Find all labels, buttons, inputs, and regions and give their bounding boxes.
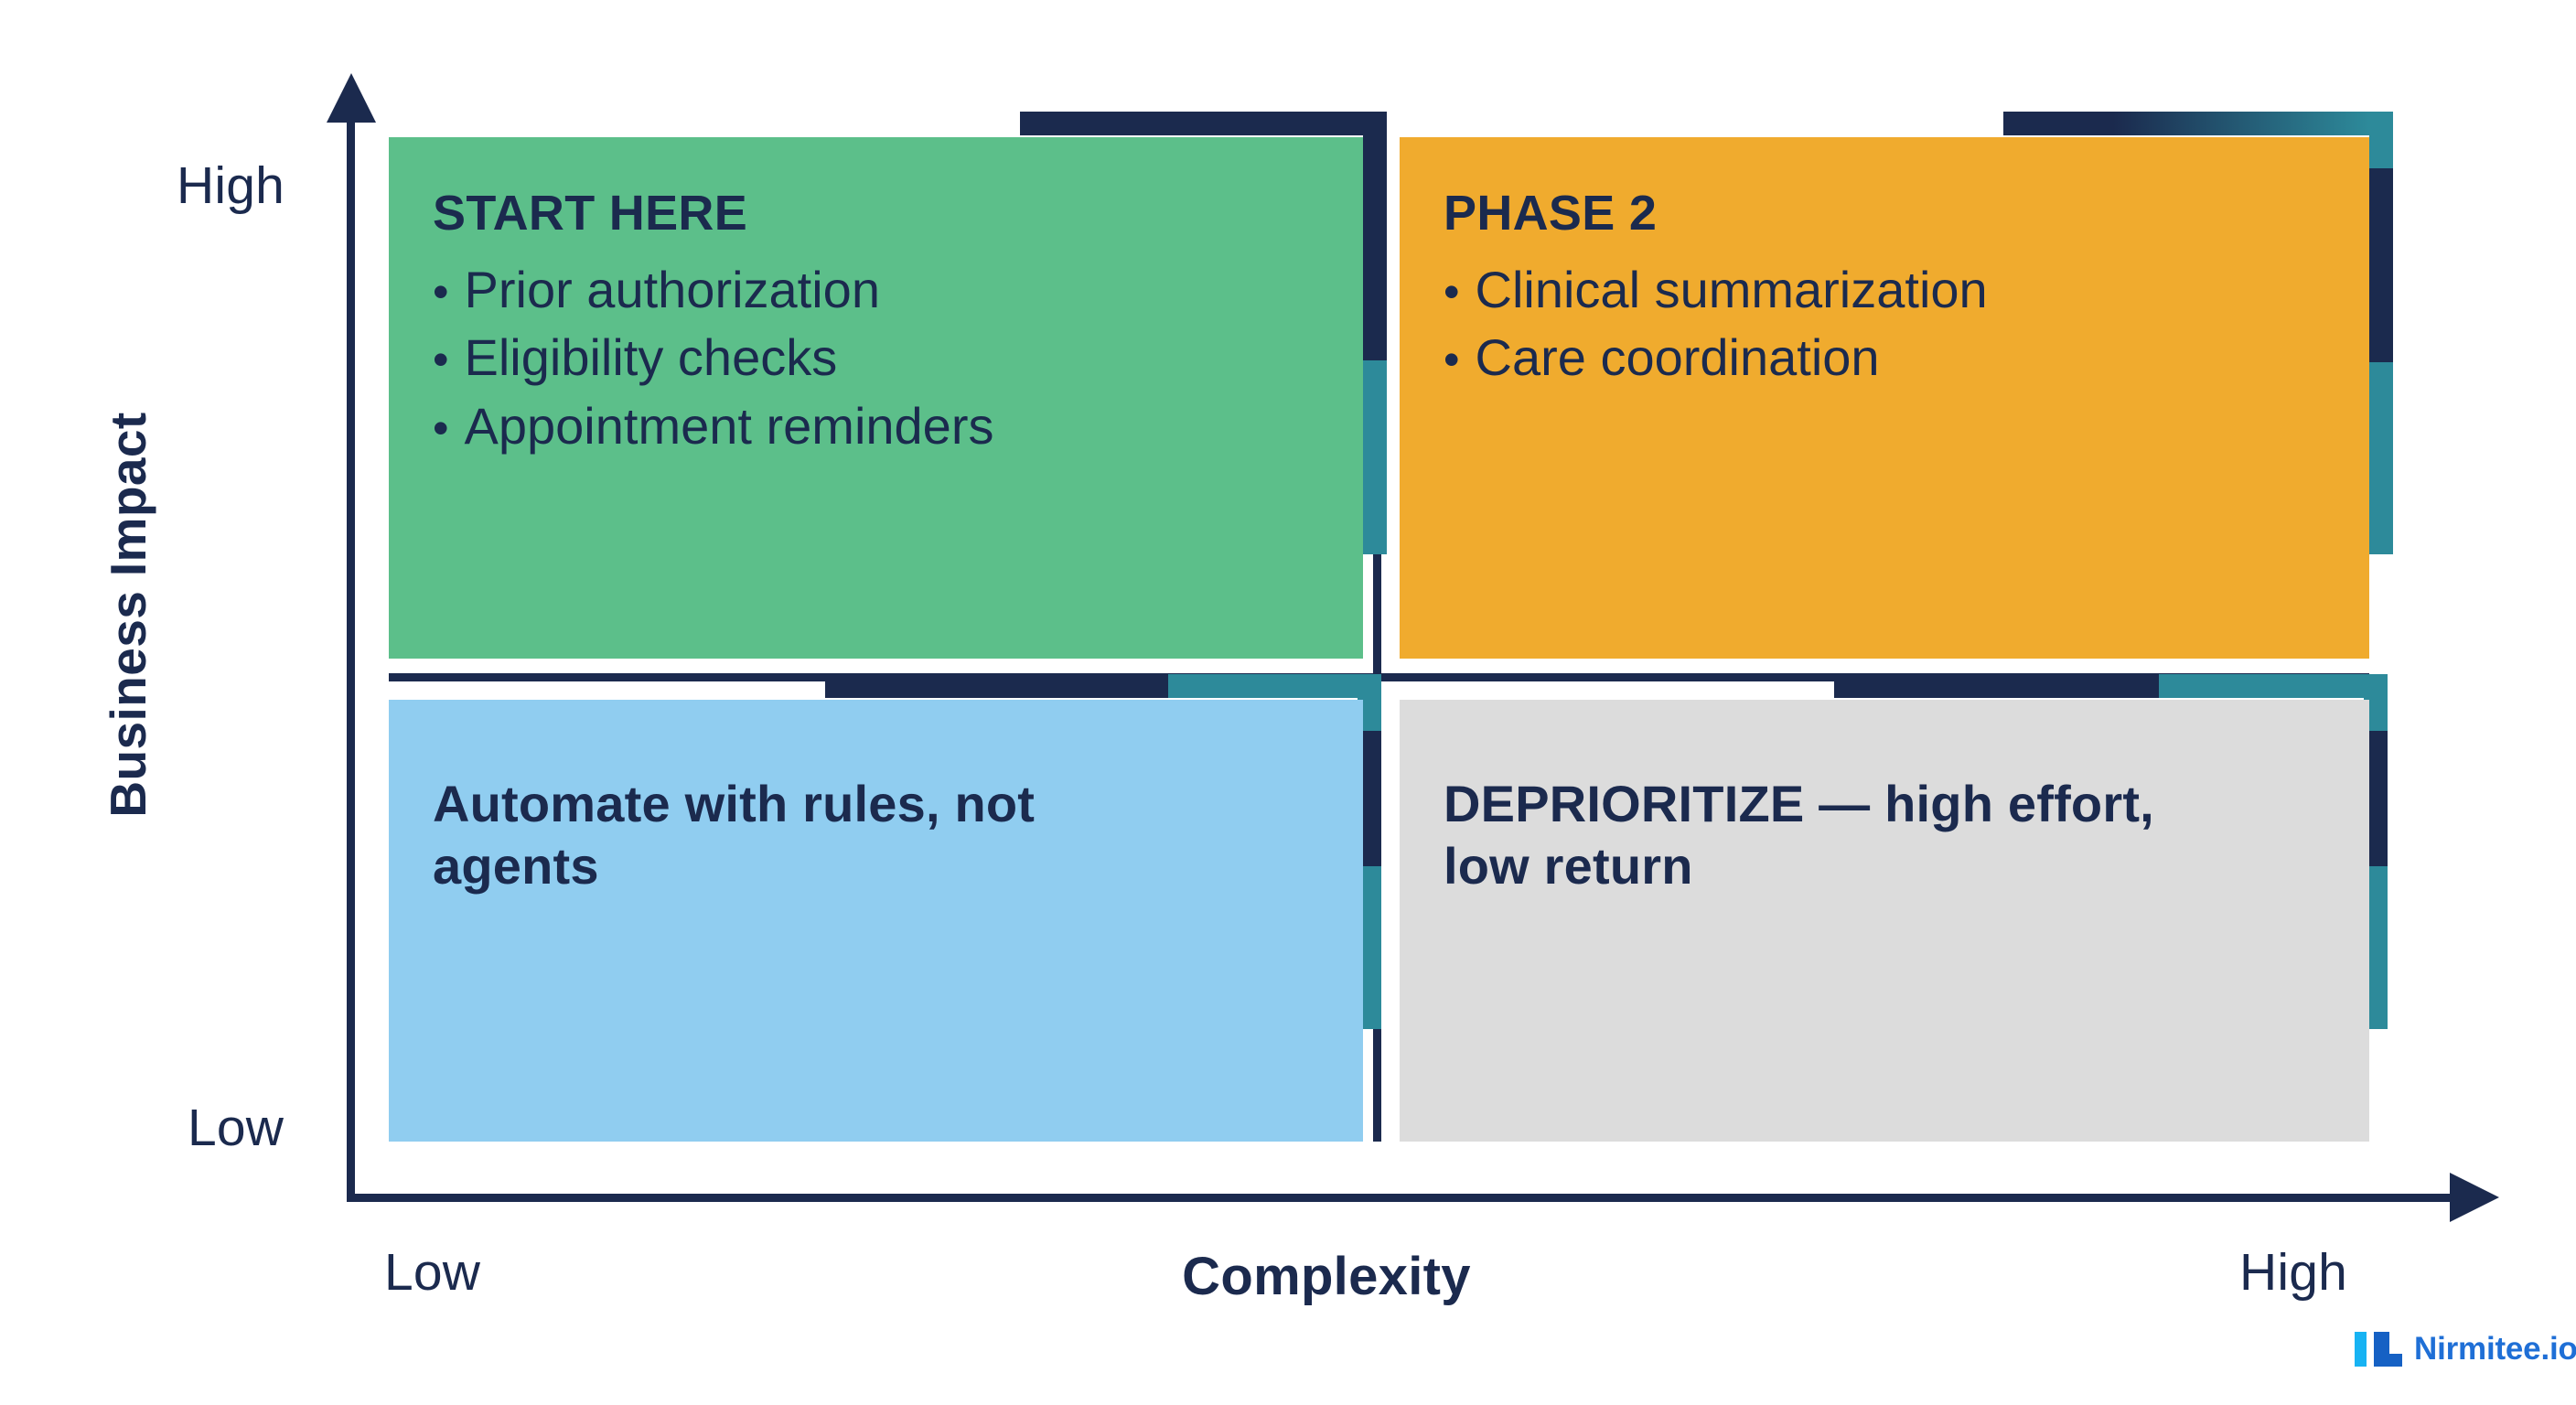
bullet-list-phase-2: • Clinical summarization • Care coordinati… (1444, 256, 2333, 392)
bullet-dot-icon: • (433, 334, 449, 386)
card-surface-automate (389, 700, 1363, 1142)
x-axis-line (347, 1194, 2460, 1202)
list-item: • Care coordination (1444, 324, 2333, 391)
x-axis-high-tick-label: High (2239, 1243, 2348, 1302)
y-axis-arrowhead-icon (327, 73, 376, 123)
logo-cyan-bar-icon (2355, 1332, 2367, 1367)
y-axis-high-tick-label: High (177, 156, 285, 215)
card-bracket-right-upper-icon (2369, 112, 2393, 168)
card-bracket-top-icon (2003, 112, 2369, 135)
bullet-dot-icon: • (1444, 265, 1460, 317)
card-bracket-right-lower-icon (2369, 362, 2393, 554)
card-content-phase-2: PHASE 2 • Clinical summarization • Care co… (1400, 137, 2369, 659)
x-axis-arrowhead-icon (2450, 1173, 2499, 1222)
card-bracket-top-teal-icon (1168, 674, 1381, 698)
quadrant-phase-2[interactable]: PHASE 2 • Clinical summarization • Care co… (1400, 112, 2393, 659)
x-axis-title: Complexity (1182, 1247, 1471, 1306)
card-content-deprioritize: DEPRIORITIZE — high effort, low return (1400, 700, 2369, 1142)
bullet-dot-icon: • (1444, 334, 1460, 386)
card-surface-phase-2 (1400, 137, 2369, 659)
list-item-label: Appointment reminders (464, 396, 994, 455)
card-content-automate: Automate with rules, not agents (389, 700, 1363, 1142)
card-bracket-top-teal-icon (2159, 674, 2388, 698)
card-surface-deprioritize (1400, 700, 2369, 1142)
list-item-label: Clinical summarization (1475, 260, 1988, 318)
card-content-start-here: START HERE • Prior authorization • Eligibi… (389, 137, 1363, 659)
logo-blue-lower-icon (2374, 1354, 2402, 1367)
nirmitee-logo[interactable]: Nirmitee.io (2355, 1328, 2576, 1370)
bullet-dot-icon: • (433, 402, 449, 454)
y-axis-low-tick-label: Low (188, 1099, 284, 1157)
x-axis-low-tick-label: Low (384, 1243, 481, 1302)
card-heading-start-here: START HERE (433, 186, 748, 241)
y-axis-title: Business Impact (100, 412, 156, 818)
card-bracket-right-icon (2369, 168, 2393, 362)
quadrant-start-here[interactable]: START HERE • Prior authorization • Eligibi… (389, 112, 1387, 659)
list-item: • Appointment reminders (433, 392, 1326, 460)
card-bracket-top-navy-icon (1834, 674, 2159, 698)
card-bracket-right-icon (1363, 112, 1387, 360)
card-bracket-top-navy-icon (825, 674, 1168, 698)
y-axis-line (347, 108, 355, 1202)
bullet-dot-icon: • (433, 265, 449, 317)
list-item: • Prior authorization (433, 256, 1326, 324)
logo-blue-upper-icon (2374, 1332, 2389, 1354)
card-bracket-top-icon (1020, 112, 1363, 135)
list-item: • Eligibility checks (433, 324, 1326, 391)
list-item-label: Eligibility checks (464, 328, 838, 387)
card-bracket-right-lower-icon (1363, 360, 1387, 554)
nirmitee-logo-mark-icon (2355, 1330, 2402, 1368)
logo-wordmark: Nirmitee.io (2414, 1331, 2576, 1367)
card-heading-phase-2: PHASE 2 (1444, 186, 1658, 241)
bullet-list-start-here: • Prior authorization • Eligibility checks… (433, 256, 1326, 460)
quadrant-deprioritize[interactable]: DEPRIORITIZE — high effort, low return (1400, 674, 2388, 1142)
list-item-label: Prior authorization (464, 260, 880, 318)
list-item: • Clinical summarization (1444, 256, 2333, 324)
card-statement-deprioritize: DEPRIORITIZE — high effort, low return (1444, 775, 2154, 896)
quadrant-automate-with-rules[interactable]: Automate with rules, not agents (389, 674, 1381, 1142)
card-surface-start-here (389, 137, 1363, 659)
quadrant-divider-vertical (1373, 137, 1381, 1142)
card-statement-automate: Automate with rules, not agents (433, 775, 1036, 896)
list-item-label: Care coordination (1475, 328, 1880, 387)
